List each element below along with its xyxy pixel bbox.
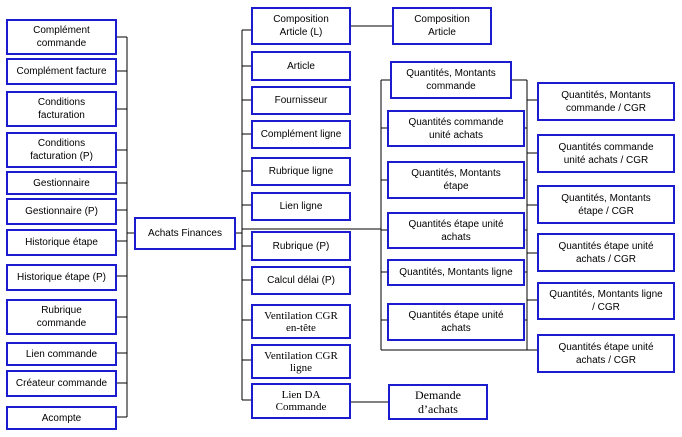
- node-quantites-montants-etape-cgr: Quantités, Montants étape / CGR: [537, 185, 675, 224]
- node-lien-commande: Lien commande: [6, 342, 117, 366]
- node-quantites-etape-unite-achats: Quantités étape unité achats: [387, 212, 525, 249]
- node-createur-commande: Créateur commande: [6, 370, 117, 397]
- node-article: Article: [251, 51, 351, 81]
- node-quantites-etape-unite-achats-cgr-2: Quantités étape unité achats / CGR: [537, 334, 675, 373]
- node-quantites-commande-unite-achats: Quantités commande unité achats: [387, 110, 525, 147]
- node-rubrique-ligne: Rubrique ligne: [251, 157, 351, 186]
- node-gestionnaire: Gestionnaire: [6, 171, 117, 195]
- node-rubrique-commande: Rubrique commande: [6, 299, 117, 335]
- node-composition-article-l: Composition Article (L): [251, 7, 351, 45]
- node-lien-da-commande: Lien DA Commande: [251, 383, 351, 419]
- node-rubrique-p: Rubrique (P): [251, 231, 351, 261]
- node-complement-commande: Complément commande: [6, 19, 117, 55]
- node-quantites-etape-unite-achats-2: Quantités étape unité achats: [387, 303, 525, 341]
- node-composition-article: Composition Article: [392, 7, 492, 45]
- node-calcul-delai-p: Calcul délai (P): [251, 266, 351, 295]
- node-conditions-facturation-p: Conditions facturation (P): [6, 132, 117, 168]
- node-complement-facture: Complément facture: [6, 58, 117, 85]
- node-historique-etape-p: Historique étape (P): [6, 264, 117, 291]
- node-fournisseur: Fournisseur: [251, 86, 351, 115]
- node-conditions-facturation: Conditions facturation: [6, 91, 117, 127]
- node-quantites-montants-etape: Quantités, Montants étape: [387, 161, 525, 199]
- node-ventilation-cgr-en-tete: Ventilation CGR en-tête: [251, 304, 351, 339]
- node-historique-etape: Historique étape: [6, 229, 117, 256]
- node-lien-ligne: Lien ligne: [251, 192, 351, 221]
- node-quantites-montants-commande: Quantités, Montants commande: [390, 61, 512, 99]
- node-quantites-montants-ligne: Quantités, Montants ligne: [387, 259, 525, 286]
- node-quantites-montants-commande-cgr: Quantités, Montants commande / CGR: [537, 82, 675, 121]
- node-complement-ligne: Complément ligne: [251, 120, 351, 149]
- node-ventilation-cgr-ligne: Ventilation CGR ligne: [251, 344, 351, 379]
- node-quantites-etape-unite-achats-cgr: Quantités étape unité achats / CGR: [537, 233, 675, 272]
- node-quantites-commande-unite-achats-cgr: Quantités commande unité achats / CGR: [537, 134, 675, 173]
- node-demande-dachats: Demande d’achats: [388, 384, 488, 420]
- node-achats-finances: Achats Finances: [134, 217, 236, 250]
- node-quantites-montants-ligne-cgr: Quantités, Montants ligne / CGR: [537, 282, 675, 320]
- node-acompte: Acompte: [6, 406, 117, 430]
- node-gestionnaire-p: Gestionnaire (P): [6, 198, 117, 225]
